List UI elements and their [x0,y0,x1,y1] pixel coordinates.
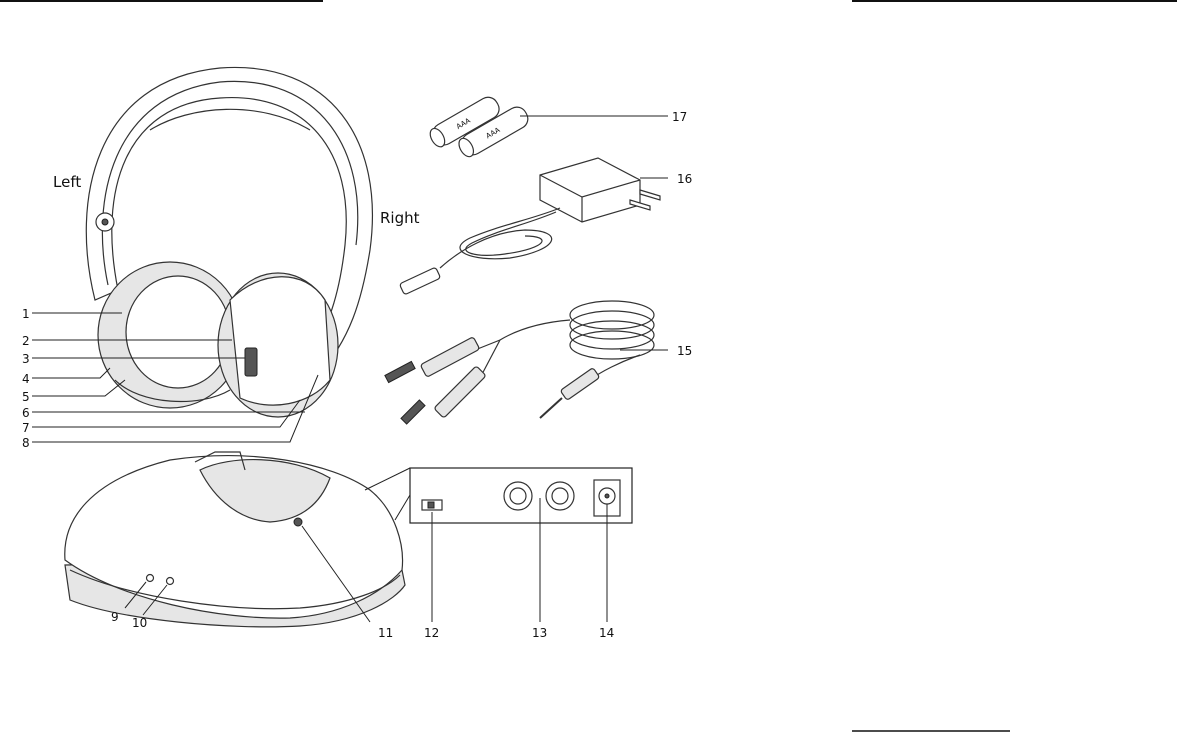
jack-port-10 [167,578,174,585]
right-label: Right [380,209,420,227]
callout-12: 12 [424,626,439,640]
callout-4: 4 [22,372,30,386]
audio-in-right [546,482,574,510]
callout-9: 9 [111,610,119,624]
audio-cable [385,301,654,424]
callout-11: 11 [378,626,393,640]
audio-in-left [504,482,532,510]
jack-port-9 [147,575,154,582]
callout-7: 7 [22,421,30,435]
rear-panel [410,468,632,523]
headphones-illustration [86,67,372,417]
transmitter-base [65,452,405,627]
callout-5: 5 [22,390,30,404]
callout-6: 6 [22,406,30,420]
callout-13: 13 [532,626,547,640]
callout-15: 15 [677,344,692,358]
callout-1: 1 [22,307,30,321]
callout-17: 17 [672,110,687,124]
callout-14: 14 [599,626,614,640]
charge-indicator [294,518,302,526]
callout-10: 10 [132,616,147,630]
callout-2: 2 [22,334,30,348]
volume-control [245,348,257,376]
callout-16: 16 [677,172,692,186]
aaa-batteries: AAA AAA [427,94,532,160]
left-label: Left [53,173,81,191]
callout-8: 8 [22,436,30,450]
power-adapter [399,158,660,295]
callout-3: 3 [22,352,30,366]
